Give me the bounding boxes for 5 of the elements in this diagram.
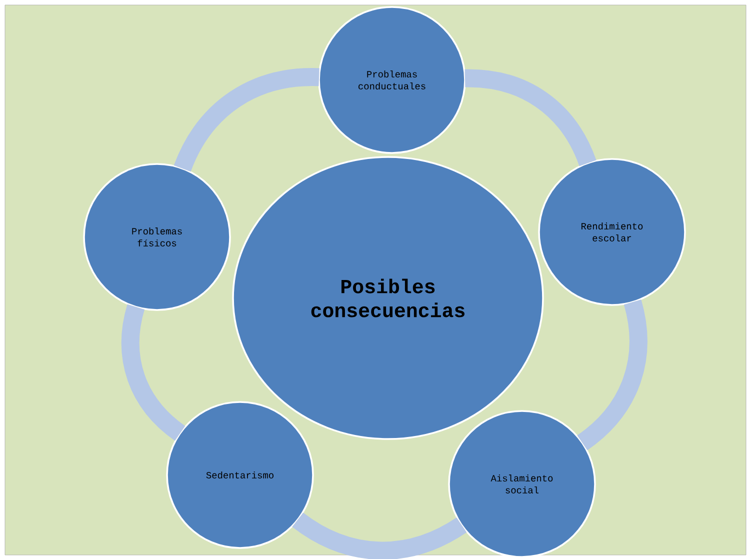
ring-segment <box>464 69 596 166</box>
ring-segment <box>174 68 320 172</box>
ring-segment <box>576 300 648 450</box>
ring-segment <box>121 304 186 440</box>
ring-segment <box>292 512 466 559</box>
